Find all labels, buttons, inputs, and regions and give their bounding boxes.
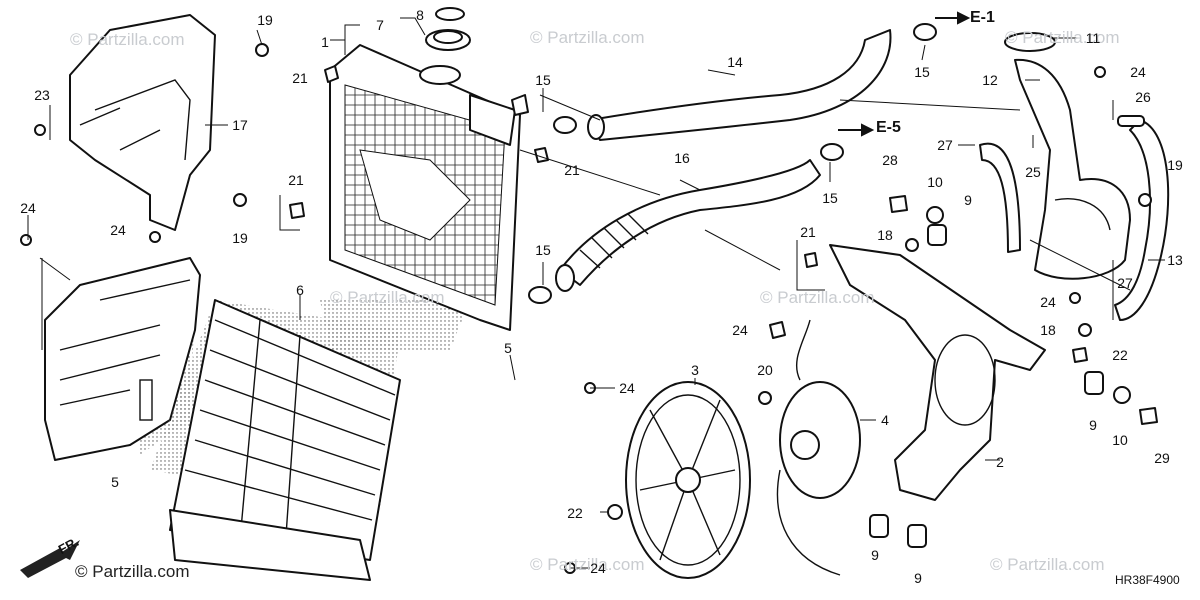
callout-9: 9: [1089, 417, 1097, 433]
callout-24: 24: [1040, 294, 1056, 310]
callout-24: 24: [1130, 64, 1146, 80]
fan-motor: [776, 319, 861, 576]
watermark: © Partzilla.com: [1005, 28, 1120, 47]
callout-19: 19: [232, 230, 248, 246]
callout-24: 23: [34, 87, 50, 103]
callout-15: 15: [535, 242, 551, 258]
callout-9: 9: [964, 192, 972, 208]
callout-16: 16: [674, 150, 690, 166]
watermark: © Partzilla.com: [530, 555, 645, 574]
watermark-credit: © Partzilla.com: [75, 562, 190, 581]
reference-e5: E-5: [876, 119, 901, 136]
callout-29: 29: [1154, 450, 1170, 466]
callout-5: 5: [504, 340, 512, 356]
fan-shroud: [829, 244, 1046, 501]
front-arrow: [20, 540, 80, 578]
watermark: © Partzilla.com: [530, 28, 645, 47]
callout-18: 18: [1040, 322, 1056, 338]
callout-18: 18: [877, 227, 893, 243]
callout-24: 24: [590, 560, 606, 576]
callout-2: 2: [996, 454, 1004, 470]
callout-15: 15: [535, 72, 551, 88]
callout-27: 27: [1117, 275, 1133, 291]
callout-21: 21: [288, 172, 304, 188]
radiator-cap: [425, 7, 471, 51]
callout-26: 25: [1025, 164, 1041, 180]
callout-19: 19: [1167, 157, 1183, 173]
callout-27: 26: [1135, 89, 1151, 105]
callout-14: 14: [727, 54, 743, 70]
callout-25: 24: [732, 322, 748, 338]
callout-20: 20: [757, 362, 773, 378]
callout-10: 10: [1112, 432, 1128, 448]
small-parts: [20, 23, 1158, 574]
callout-5: 5: [111, 474, 119, 490]
watermark: © Partzilla.com: [990, 555, 1105, 574]
left-side-cover: [44, 257, 201, 461]
callout-1: 1: [321, 34, 329, 50]
callout-29: 28: [882, 152, 898, 168]
callout-24: 24: [619, 380, 635, 396]
callout-13: 13: [1167, 252, 1183, 268]
callout-3: 3: [691, 362, 699, 378]
upper-hose: [587, 29, 892, 141]
callout-10: 10: [927, 174, 943, 190]
callout-15: 15: [822, 190, 838, 206]
callout-23: 22: [567, 505, 583, 521]
callout-21: 21: [564, 162, 580, 178]
diagram-code: HR38F4900: [1115, 573, 1180, 587]
callout-21: 21: [292, 70, 308, 86]
callout-24: 24: [20, 200, 36, 216]
watermark: © Partzilla.com: [70, 30, 185, 49]
callout-19: 19: [257, 12, 273, 28]
watermark: © Partzilla.com: [760, 288, 875, 307]
callout-24: 24: [110, 222, 126, 238]
callout-11: 11: [1085, 30, 1101, 46]
reservoir-tank: [979, 32, 1170, 321]
grill: [150, 299, 401, 581]
lower-hose: [555, 159, 821, 292]
watermark: © Partzilla.com: [330, 288, 445, 307]
upper-bracket: [69, 14, 216, 231]
callout-6: 6: [296, 282, 304, 298]
callout-4: 4: [881, 412, 889, 428]
callout-9: 9: [871, 547, 879, 563]
callout-28: 27: [937, 137, 953, 153]
callout-15: 15: [914, 64, 930, 80]
callout-7: 7: [376, 17, 384, 33]
radiator: [320, 44, 529, 350]
reference-e1: E-1: [970, 9, 995, 26]
cooling-fan: [625, 381, 751, 579]
callout-8: 8: [416, 7, 424, 23]
callout-9: 9: [914, 570, 922, 586]
callout-22: 21: [800, 224, 816, 240]
callout-12: 12: [982, 72, 998, 88]
callout-22: 22: [1112, 347, 1128, 363]
leader-lines: [27, 17, 1165, 569]
callout-17: 17: [232, 117, 248, 133]
